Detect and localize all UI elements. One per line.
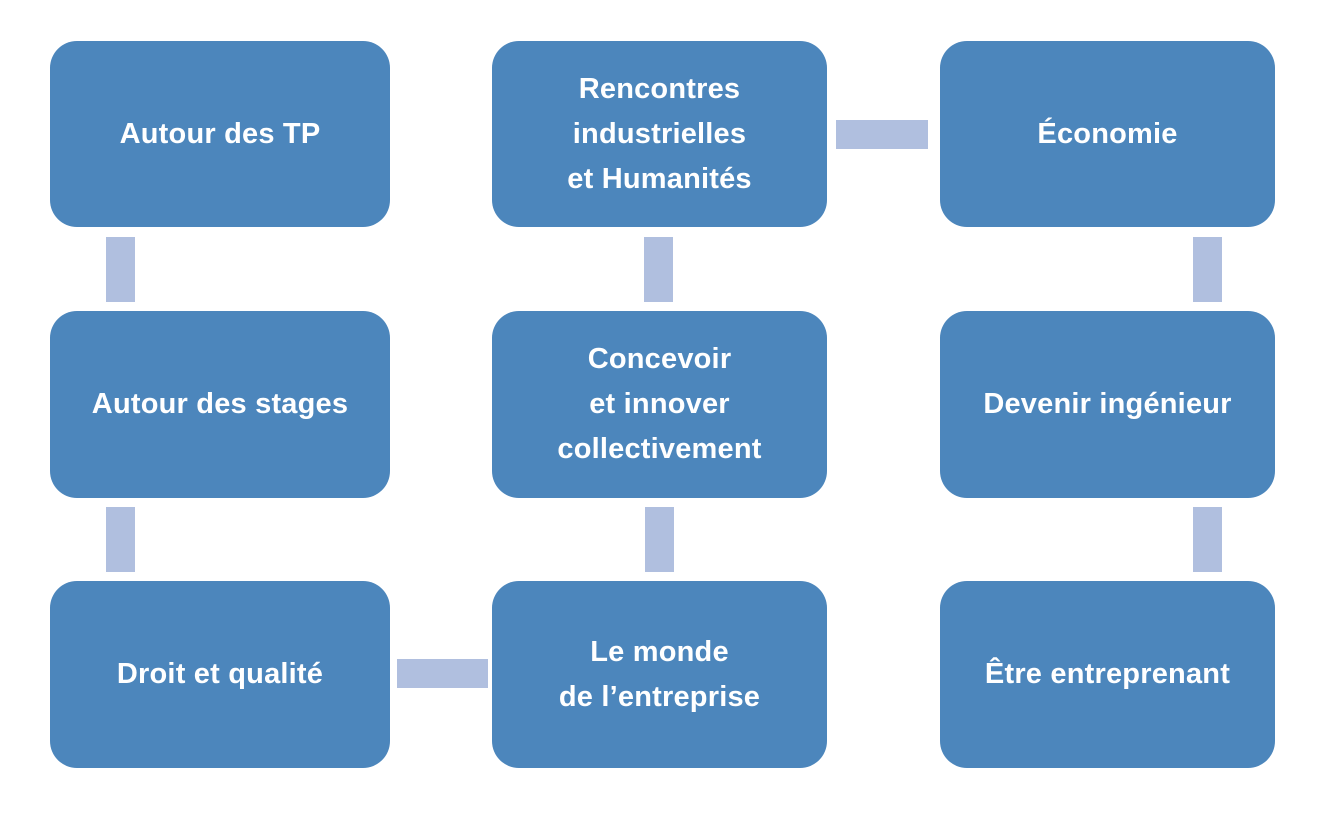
connector-ingenieur-to-entreprenant <box>1193 507 1222 572</box>
node-concevoir-innover: Concevoir et innover collectivement <box>492 311 827 498</box>
node-autour-des-stages: Autour des stages <box>50 311 390 498</box>
node-le-monde-entreprise: Le monde de l’entreprise <box>492 581 827 768</box>
node-droit-et-qualite: Droit et qualité <box>50 581 390 768</box>
node-economie: Économie <box>940 41 1275 227</box>
node-autour-des-tp: Autour des TP <box>50 41 390 227</box>
connector-droit-to-monde <box>397 659 488 688</box>
connector-rencontres-to-economie <box>836 120 928 149</box>
connector-tp-to-stages <box>106 237 135 302</box>
connector-concevoir-to-rencontres <box>644 237 673 302</box>
node-rencontres-industrielles: Rencontres industrielles et Humanités <box>492 41 827 227</box>
node-devenir-ingenieur: Devenir ingénieur <box>940 311 1275 498</box>
connector-monde-to-concevoir <box>645 507 674 572</box>
node-etre-entreprenant: Être entreprenant <box>940 581 1275 768</box>
connector-stages-to-droit <box>106 507 135 572</box>
connector-economie-to-ingenieur <box>1193 237 1222 302</box>
